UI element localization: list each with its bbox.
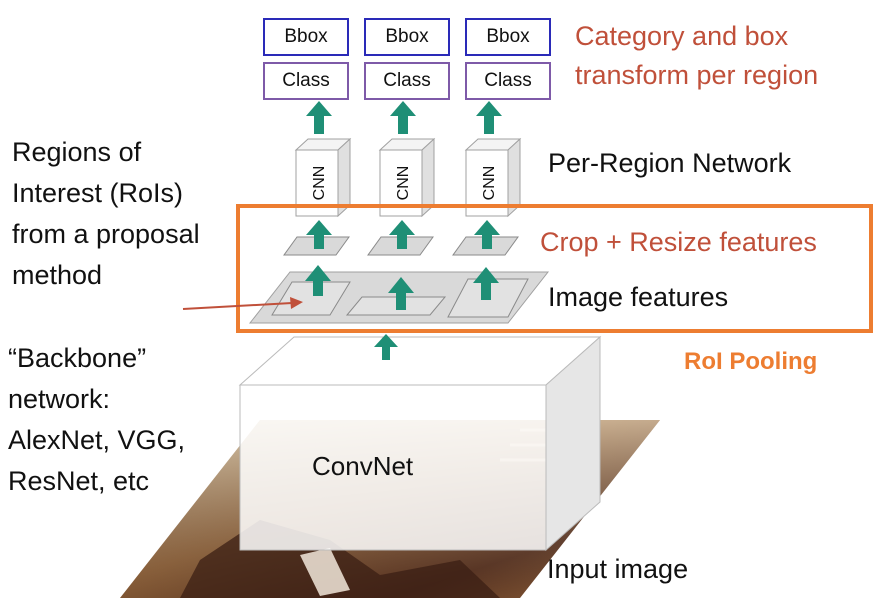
rois-line-3: from a proposal (12, 219, 200, 249)
arrow-crop-2 (389, 220, 415, 249)
class-box-2: Class (364, 62, 450, 100)
image-features-label: Image features (548, 282, 729, 312)
arrow-cnn-1 (306, 101, 332, 134)
arrow-feature-1 (305, 265, 331, 296)
crop-resize-label: Crop + Resize features (540, 227, 817, 257)
rois-line-1: Regions of (12, 137, 142, 167)
class-box-3: Class (465, 62, 551, 100)
per-region-network-label: Per-Region Network (548, 148, 792, 178)
roi-pooling-label: RoI Pooling (684, 348, 818, 375)
cnn-box-3 (464, 137, 522, 218)
backbone-line-1: “Backbone” (8, 343, 147, 373)
convnet-box (238, 335, 602, 552)
cnn-label-3: CNN (481, 166, 498, 201)
convnet-front-face (239, 384, 547, 551)
convnet-top-face (238, 336, 602, 386)
horse-blaze (300, 548, 350, 596)
roi-pooling-frame (236, 204, 873, 333)
flow-arrows (305, 101, 502, 360)
backbone-line-4: ResNet, etc (8, 466, 150, 496)
roi-pointer-arrow (182, 297, 303, 310)
bbox-box-2: Bbox (364, 18, 450, 56)
rois-label: Regions of Interest (RoIs) from a propos… (12, 132, 200, 296)
class-box-1: Class (263, 62, 349, 100)
arrow-feature-2 (388, 277, 414, 310)
category-box-line-2: transform per region (575, 60, 819, 90)
bbox-box-1: Bbox (263, 18, 349, 56)
arrow-crop-3 (474, 220, 500, 249)
backbone-label: “Backbone” network: AlexNet, VGG, ResNet… (8, 338, 185, 502)
backbone-line-3: AlexNet, VGG, (8, 425, 186, 455)
arrow-cnn-2 (390, 101, 416, 134)
category-box-line-1: Category and box (575, 21, 789, 51)
arrow-cnn-3 (476, 101, 502, 134)
cnn-label-1: CNN (311, 166, 328, 201)
category-box-label: Category and box transform per region (575, 17, 818, 95)
rois-line-2: Interest (RoIs) (12, 178, 184, 208)
input-image-label: Input image (547, 554, 689, 584)
arrow-feature-3 (473, 267, 499, 300)
bbox-box-3: Bbox (465, 18, 551, 56)
arrow-into-features (374, 334, 398, 360)
rois-line-4: method (12, 260, 103, 290)
cnn-label-2: CNN (395, 166, 412, 201)
backbone-line-2: network: (8, 384, 111, 414)
convnet-label: ConvNet (312, 451, 414, 481)
arrow-crop-1 (306, 220, 332, 249)
